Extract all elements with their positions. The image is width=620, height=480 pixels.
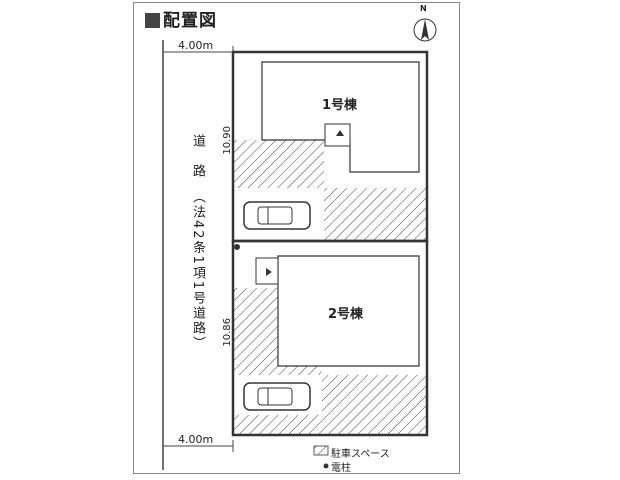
road-width-dimension-bottom <box>162 440 234 452</box>
building2-outline <box>277 255 420 367</box>
utility-pole-marker <box>234 244 240 250</box>
building1-outline <box>261 61 420 173</box>
road-width-bottom-label: 4.00m <box>178 433 214 446</box>
lot1-entrance-arrow <box>336 130 344 136</box>
lot2-entrance-arrow <box>266 268 272 276</box>
lot2-car-icon <box>243 382 311 411</box>
lot1-car-icon <box>243 201 311 230</box>
drawing-frame <box>133 2 460 474</box>
compass-icon <box>413 18 437 42</box>
lot2-boundary <box>231 239 429 437</box>
lot2-depth-label: 10.86 <box>222 318 233 347</box>
legend-parking-swatch <box>313 445 329 456</box>
lot1-parking-area <box>234 140 324 188</box>
road-width-top-label: 4.00m <box>178 39 214 52</box>
building1-label: 1号棟 <box>322 98 358 113</box>
building2-label: 2号棟 <box>328 307 364 322</box>
legend-pole-icon <box>323 463 329 469</box>
road-name-label: 道 路 <box>190 134 205 179</box>
lot1-garden-area <box>324 188 427 240</box>
compass-label: N <box>420 4 427 13</box>
road-law-note: （法42条1項1号道路） <box>190 190 205 352</box>
legend-parking-label: 駐車スペース <box>331 449 390 460</box>
page-title: 配置図 <box>145 6 217 31</box>
legend-pole-label: 電柱 <box>331 463 351 474</box>
lot1-depth-label: 10.90 <box>222 126 233 155</box>
